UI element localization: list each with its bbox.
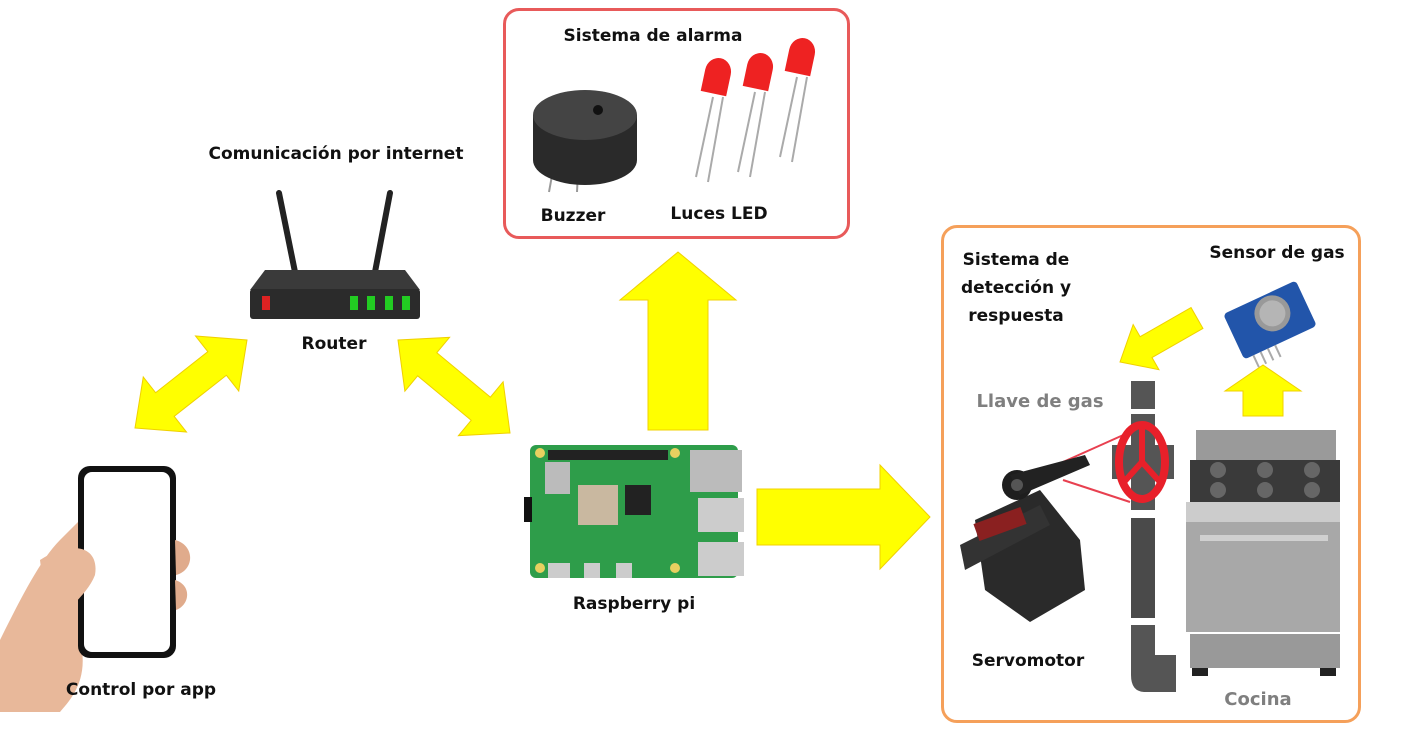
arrow-pi-to-alarm [618,251,738,431]
buzzer-icon [533,90,637,193]
arrow-phone-router [134,335,248,433]
leds-label: Luces LED [670,204,768,224]
router-icon [250,190,420,319]
led-icon [737,53,774,178]
led-icon [695,58,732,183]
servomotor-label: Servomotor [971,651,1085,671]
alarm-system-title: Sistema de alarma [563,26,743,46]
phone-in-hand-icon [0,466,191,712]
app-control-label: Control por app [65,680,217,700]
raspberry-pi-label: Raspberry pi [572,594,696,614]
raspberry-pi-icon [524,445,744,578]
arrow-pi-to-detection [756,463,931,571]
stove-icon [1186,430,1340,676]
gas-sensor-icon [1224,281,1316,368]
alarm-system-box [503,8,850,239]
led-lights-icon [695,38,816,183]
gas-valve-label: Llave de gas [976,391,1104,412]
detection-title-line-3: respuesta [968,306,1064,326]
detection-system-box [941,225,1361,723]
led-icon [779,38,816,163]
gas-sensor-label: Sensor de gas [1209,243,1345,263]
arrow-stove-to-sensor [1223,364,1303,417]
stove-label: Cocina [1224,689,1292,710]
arrow-router-pi [397,336,511,437]
router-label: Router [301,334,367,354]
gas-valve-icon [1062,421,1169,503]
communication-title: Comunicación por internet [208,144,464,164]
detection-title-line-2: detección y [960,278,1072,298]
servomotor-icon [960,455,1090,622]
arrows [134,251,1303,571]
detection-title-line-1: Sistema de [962,250,1070,270]
arrow-sensor-to-valve [1119,306,1204,371]
buzzer-label: Buzzer [540,206,606,226]
